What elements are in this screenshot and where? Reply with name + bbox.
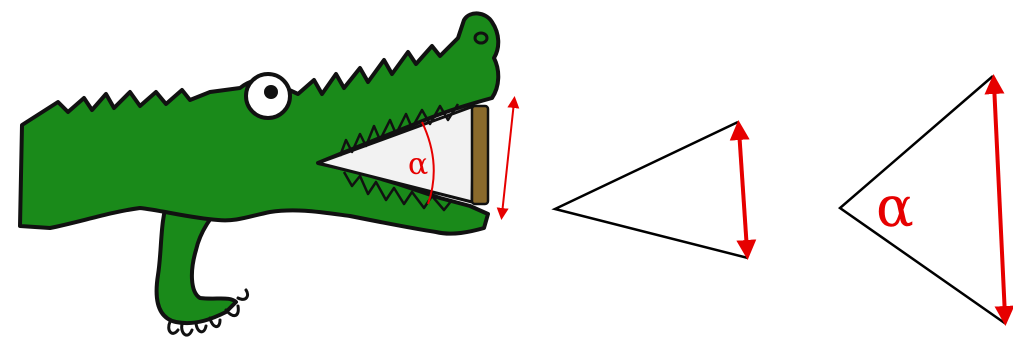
triangle-middle xyxy=(551,120,757,260)
triangle-middle-arrow xyxy=(729,120,757,260)
triangle-right-arrow xyxy=(984,74,1013,326)
crocodile-upper-teeth xyxy=(338,103,460,157)
crocodile-illustration: α xyxy=(18,11,520,337)
croc-angle-arc xyxy=(421,121,435,205)
triangle-middle-sides xyxy=(551,120,749,260)
crocodile-eye xyxy=(244,72,292,120)
croc-angle-label: α xyxy=(408,147,428,182)
croc-length-arrow xyxy=(496,96,520,220)
crocodile-lower-teeth xyxy=(342,171,453,212)
stick xyxy=(470,104,490,206)
crocodile-nostril xyxy=(473,31,489,45)
triangle-angle-label: α xyxy=(876,175,914,240)
triangle-right-sides xyxy=(837,75,1007,326)
crocodile-claws xyxy=(167,288,250,337)
triangle-right: α xyxy=(837,74,1013,326)
crocodile-leg xyxy=(154,198,238,325)
